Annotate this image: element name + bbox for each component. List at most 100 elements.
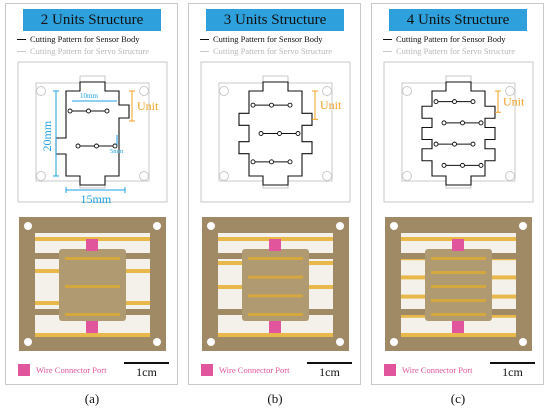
legend-sensor-body: Cutting Pattern for Sensor Body [17, 34, 140, 44]
sensor-slit-trace [248, 257, 303, 260]
slit-hole [94, 143, 99, 149]
wire-connector-port [452, 321, 464, 333]
legend-servo-structure: Cutting Pattern for Servo Structure [383, 46, 515, 56]
slit-hole [112, 143, 118, 149]
legend-sensor-text: Cutting Pattern for Sensor Body [396, 34, 506, 44]
corner-hole [36, 86, 46, 96]
sensor-slit-trace [431, 257, 486, 260]
slit-hole [277, 131, 282, 136]
wire-connector-port [452, 239, 464, 251]
panel-title: 2 Units Structure [23, 9, 161, 31]
sensor-slit-trace [65, 285, 120, 288]
slit-hole [250, 159, 256, 165]
width-10-dimension-label: 10mm [80, 92, 98, 100]
gray-line-swatch [200, 50, 209, 52]
frame-corner-hole [336, 222, 344, 230]
sensor-body-outline [238, 81, 313, 186]
unit-label: Unit [137, 99, 159, 113]
port-swatch [384, 364, 396, 376]
cutting-pattern: Unit [383, 61, 534, 203]
corner-hole [219, 86, 229, 96]
black-line-swatch [383, 38, 392, 40]
slit-hole [258, 131, 264, 136]
panel-title: 3 Units Structure [206, 9, 344, 31]
servo-outer-frame [383, 61, 534, 203]
black-line-swatch [17, 38, 26, 40]
frame-corner-hole [390, 338, 398, 346]
corner-hole [139, 86, 149, 96]
wire-connector-port [269, 239, 281, 251]
slit-hole [452, 99, 457, 105]
frame-corner-hole [519, 338, 527, 346]
sensor-slit-trace [431, 271, 486, 274]
slit-hole [67, 108, 73, 114]
port-label: Wire Connector Port [402, 365, 473, 375]
servo-strip [401, 333, 516, 337]
slit-hole [478, 162, 484, 168]
slit-hole [460, 120, 465, 126]
scale-bar: 1cm [490, 362, 535, 380]
frame-corner-hole [336, 338, 344, 346]
port-legend: Wire Connector Port [201, 364, 289, 376]
panel-a: 2 Units Structure Cutting Pattern for Se… [5, 3, 178, 385]
sensor-body-outline [421, 81, 496, 186]
slit-hole [250, 102, 256, 108]
legend-servo-structure: Cutting Pattern for Servo Structure [200, 46, 332, 56]
panel-title: 4 Units Structure [389, 9, 527, 31]
slit-hole [433, 99, 439, 105]
legend-servo-text: Cutting Pattern for Servo Structure [213, 46, 332, 56]
legend-sensor-body: Cutting Pattern for Sensor Body [383, 34, 506, 44]
sensor-slit-trace [65, 313, 120, 316]
port-swatch [18, 364, 30, 376]
sensor-photo [385, 217, 532, 351]
unit-label: Unit [320, 98, 342, 112]
sensor-photo [19, 217, 166, 351]
slit-hole [452, 141, 457, 147]
frame-corner-hole [24, 338, 32, 346]
slit-hole [460, 162, 465, 168]
legend-sensor-body: Cutting Pattern for Sensor Body [200, 34, 323, 44]
servo-outer-frame [17, 61, 168, 203]
frame-corner-hole [24, 222, 32, 230]
corner-hole [322, 171, 332, 181]
slit-hole [269, 159, 274, 165]
unit-label: Unit [503, 95, 525, 109]
scale-line [124, 362, 169, 364]
sensor-photo [202, 217, 349, 351]
legend-servo-text: Cutting Pattern for Servo Structure [30, 46, 149, 56]
wire-connector-port [86, 321, 98, 333]
slit-hole [441, 162, 447, 168]
sensor-slit-trace [248, 313, 303, 316]
corner-hole [322, 86, 332, 96]
wire-connector-port [269, 321, 281, 333]
scale-label: 1cm [136, 365, 157, 379]
corner-hole [36, 171, 46, 181]
gray-line-swatch [17, 50, 26, 52]
corner-hole [402, 86, 412, 96]
corner-hole [505, 171, 515, 181]
caption-a: (a) [84, 391, 100, 406]
sensor-slit-trace [431, 285, 486, 288]
port-label: Wire Connector Port [36, 365, 107, 375]
panel-c: 4 Units Structure Cutting Pattern for Se… [371, 3, 544, 385]
scale-line [490, 362, 535, 364]
legend-servo-structure: Cutting Pattern for Servo Structure [17, 46, 149, 56]
scale-bar: 1cm [124, 362, 169, 380]
caption-c: (c) [450, 391, 466, 406]
sensor-slit-trace [65, 257, 120, 260]
frame-corner-hole [153, 222, 161, 230]
slit-hole [86, 108, 91, 114]
sensor-slit-trace [431, 313, 486, 316]
sensor-body [242, 249, 309, 321]
caption-b: (b) [267, 391, 283, 406]
servo-outer-frame [200, 61, 351, 203]
scale-label: 1cm [502, 365, 523, 379]
slit-hole [470, 99, 476, 105]
cutting-pattern: Unit [200, 61, 351, 203]
slit-hole [433, 141, 439, 147]
sensor-body-outline [55, 81, 130, 186]
scale-line [307, 362, 352, 364]
gap-5-dimension-label: 5mm [110, 148, 123, 155]
sensor-slit-trace [431, 299, 486, 302]
